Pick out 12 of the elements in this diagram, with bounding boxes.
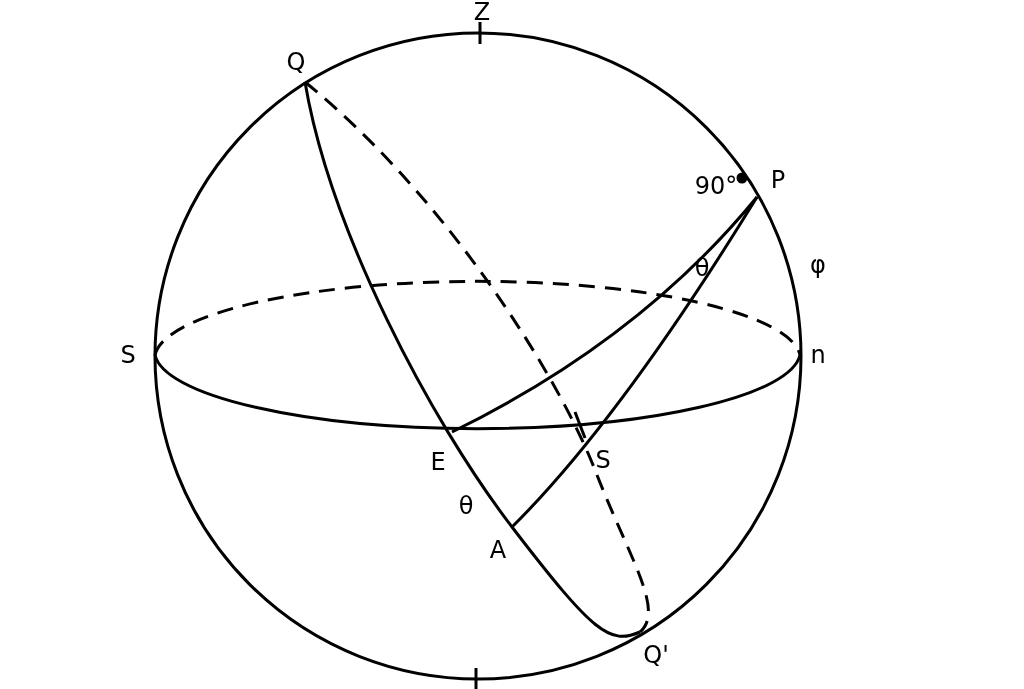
point-label: A bbox=[489, 538, 507, 562]
point-label: S bbox=[595, 448, 611, 472]
point-label: Q bbox=[286, 50, 306, 74]
point-label: P bbox=[770, 168, 786, 192]
angle-label: φ bbox=[810, 253, 826, 277]
point-label: E bbox=[430, 450, 446, 474]
angle-label: 90° bbox=[694, 174, 738, 198]
point-label: n bbox=[810, 343, 826, 367]
angle-label: θ bbox=[458, 494, 474, 518]
axis-label: Z bbox=[473, 0, 491, 24]
point-label: S bbox=[120, 343, 136, 367]
point-label: Q' bbox=[643, 643, 669, 667]
